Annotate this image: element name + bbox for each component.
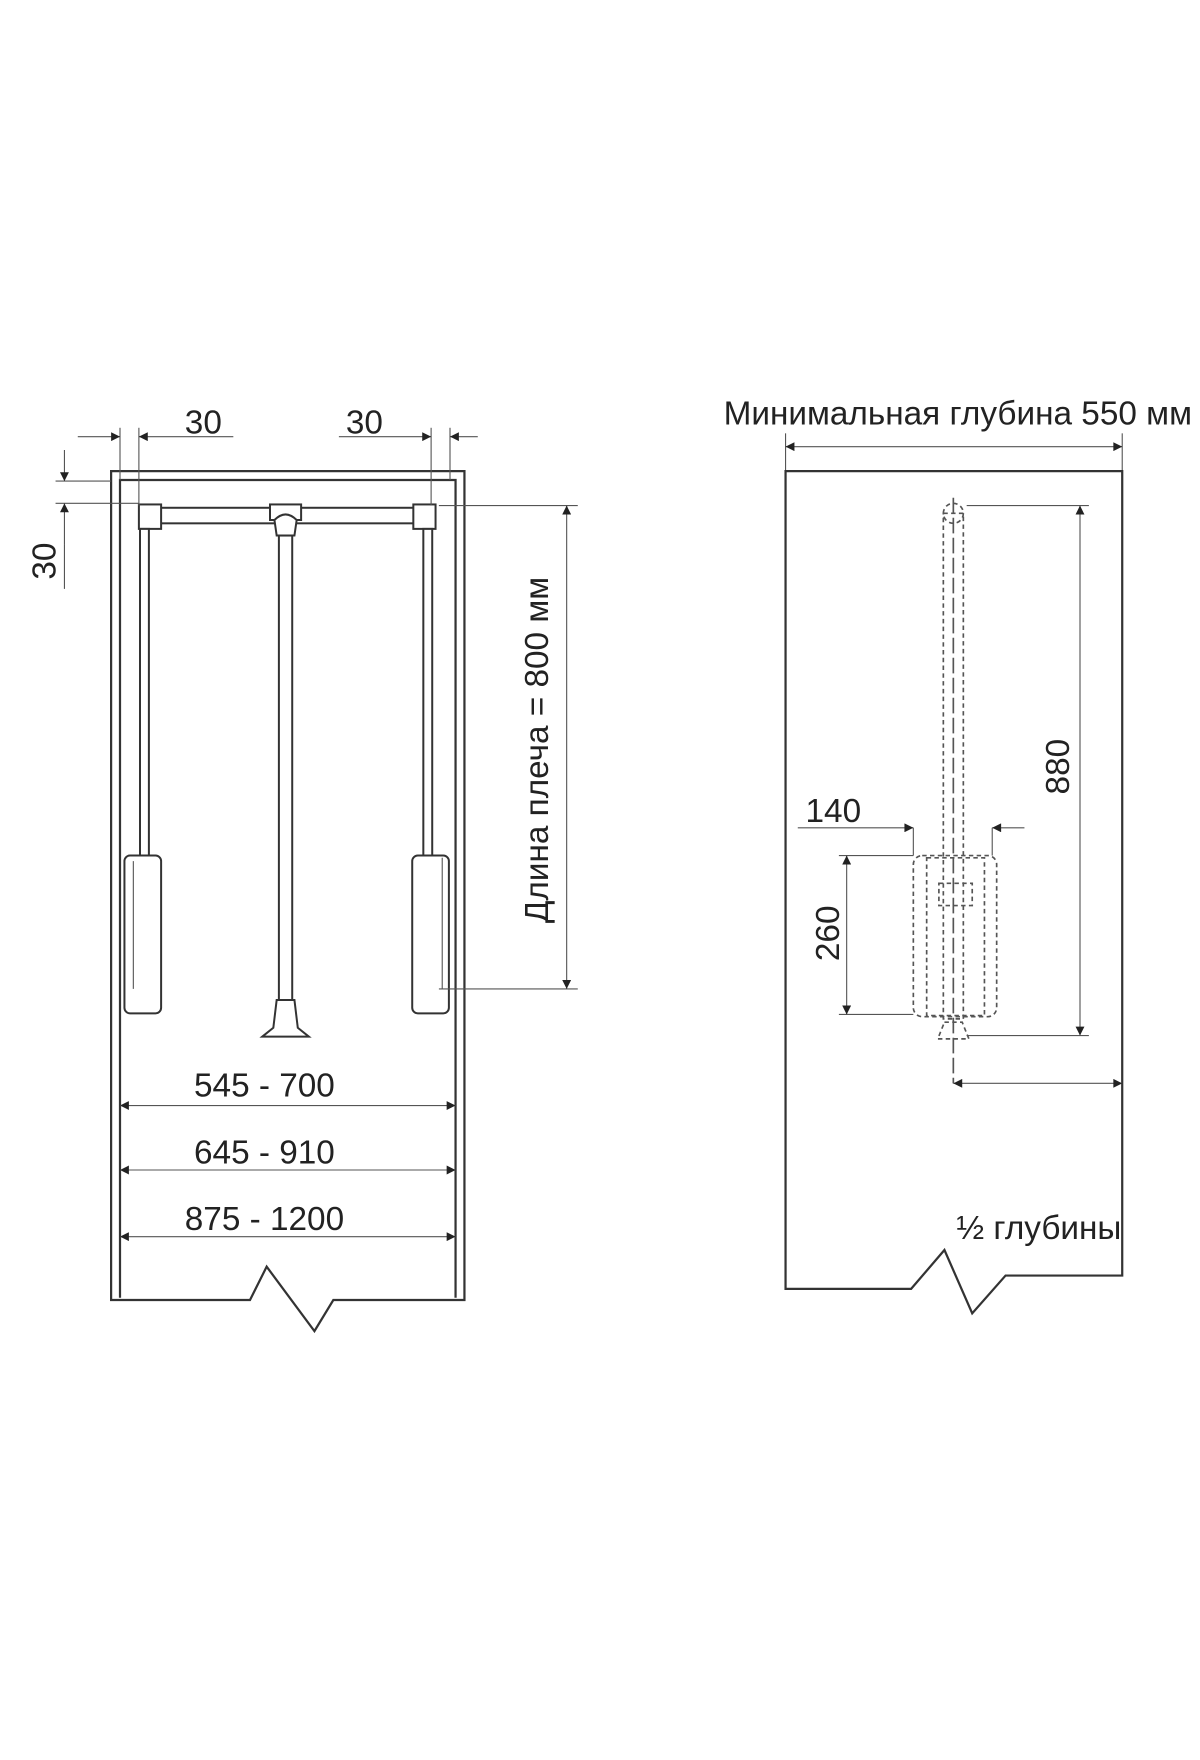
dim-top-left: 30 <box>185 404 222 441</box>
side-view: Минимальная глубина 550 мм 880 140 260 ½… <box>724 395 1192 1316</box>
dim-top-right: 30 <box>346 404 383 441</box>
left-mechanism <box>123 854 163 1015</box>
pull-rod <box>277 534 294 1004</box>
dim-880: 880 <box>1040 739 1077 795</box>
dim-width-range: 545 - 700 <box>194 1068 335 1105</box>
cabinet-outline <box>110 470 466 1334</box>
cabinet-side-outline <box>784 470 1124 1316</box>
dim-width-range: 875 - 1200 <box>185 1201 344 1238</box>
dim-260: 260 <box>810 906 847 962</box>
dim-side: 30 <box>27 543 64 580</box>
dim-arm-length: Длина плеча = 800 мм <box>519 577 556 923</box>
basket-dashed <box>912 854 998 1018</box>
dim-140: 140 <box>806 793 862 830</box>
right-mechanism <box>411 854 450 1015</box>
rod-handle <box>259 999 312 1038</box>
half-depth-label: ½ глубины <box>956 1210 1121 1247</box>
front-view: 30 30 30 Длина плеча = 800 мм 545 - 700 … <box>27 404 578 1334</box>
min-depth-label: Минимальная глубина 550 мм <box>724 395 1192 432</box>
dim-width-range: 645 - 910 <box>194 1134 335 1171</box>
